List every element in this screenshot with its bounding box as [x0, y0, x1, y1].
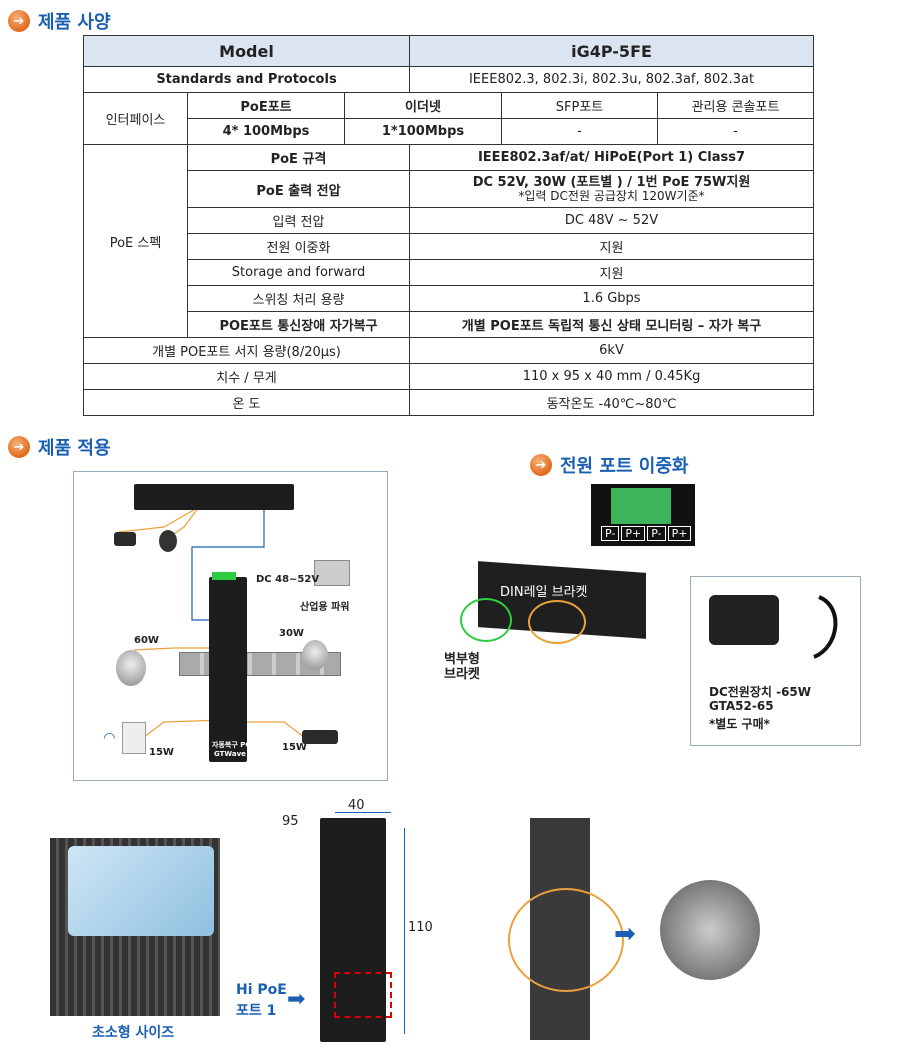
dimension-label: 치수 / 무게 [83, 363, 410, 390]
poe-row-key: 입력 전압 [187, 207, 410, 234]
spec-title: 제품 사양 [38, 12, 111, 33]
brand-logo: GTWave [214, 750, 246, 758]
terminal-label: P+ [621, 526, 646, 541]
poe-row-value: DC 52V, 30W (포트별 ) / 1번 PoE 75W지원 *입력 DC… [408, 170, 815, 208]
ptz-camera-image [159, 530, 177, 552]
poe-row-value: DC 48V ~ 52V [408, 207, 815, 234]
power-section-header: ➔ 전원 포트 이중화 [530, 452, 688, 478]
apply-title: 제품 적용 [38, 438, 111, 459]
application-diagram: DC 48~52V 산업용 파워 60W 30W ◠ 15W 15W 자동복구 … [73, 471, 388, 781]
watt-15b-label: 15W [282, 742, 307, 753]
arrow-right-icon: ➡ [614, 919, 636, 949]
hipoe-label-1: Hi PoE [236, 982, 287, 998]
adapter-cable-image [813, 595, 838, 659]
dimension-value: 110 x 95 x 40 mm / 0.45Kg [408, 363, 815, 390]
small-size-label: 초소형 사이즈 [92, 1025, 175, 1041]
spec-section-header: ➔ 제품 사양 [8, 8, 111, 34]
iface-col-console: 관리용 콘솔포트 [656, 92, 815, 119]
poe-output-line1: DC 52V, 30W (포트별 ) / 1번 PoE 75W지원 [472, 175, 751, 190]
terminal-block-image [212, 572, 236, 580]
ptz-60w-camera-image [116, 650, 146, 686]
watt-15a-label: 15W [149, 747, 174, 758]
iface-val-console: - [656, 118, 815, 145]
terminal-connector [611, 488, 671, 524]
interface-label: 인터페이스 [83, 92, 188, 145]
poe-row-value: 개별 POE포트 독립적 통신 상태 모니터링 – 자가 복구 [408, 311, 815, 338]
watt-60-label: 60W [134, 635, 159, 646]
dim-95-label: 95 [282, 814, 299, 829]
wall-bracket-label-2: 브라켓 [444, 667, 480, 682]
arrow-circle-icon: ➔ [8, 436, 30, 458]
din-bracket-highlight [528, 600, 586, 644]
header-model-value: iG4P-5FE [408, 35, 815, 67]
wall-bracket-highlight [460, 598, 512, 642]
dim-110-label: 110 [408, 920, 433, 935]
iface-col-poe: PoE포트 [187, 92, 345, 119]
iface-val-ethernet: 1*100Mbps [344, 118, 502, 145]
poe-row-value: 1.6 Gbps [408, 285, 815, 312]
wifi-icon: ◠ [104, 730, 115, 746]
temperature-label: 온 도 [83, 389, 410, 416]
dc-voltage-label: DC 48~52V [256, 574, 320, 585]
power-title: 전원 포트 이중화 [560, 456, 689, 477]
adapter-note: *별도 구매* [709, 717, 770, 731]
wall-bracket-label-1: 벽부형 [444, 652, 480, 667]
surge-label: 개별 POE포트 서지 용량(8/20μs) [83, 337, 410, 364]
power-adapter-image [709, 595, 779, 645]
spec-table: Model iG4P-5FE Standards and Protocols I… [83, 35, 815, 416]
poe-row-value: IEEE802.3af/at/ HiPoE(Port 1) Class7 [408, 144, 815, 171]
watt-30-label: 30W [279, 628, 304, 639]
poe-row-key: 전원 이중화 [187, 233, 410, 260]
terminal-labels: P- P+ P- P+ [601, 526, 692, 541]
poe-row-key: Storage and forward [187, 259, 410, 286]
din-clip-closeup [660, 880, 760, 980]
poe-row-value: 지원 [408, 233, 815, 260]
arrow-right-icon: ➡ [287, 987, 306, 1012]
din-clip-highlight [508, 888, 624, 992]
hipoe-port-highlight [334, 972, 392, 1018]
device-dimension-photo [320, 818, 386, 1042]
iface-val-sfp: - [501, 118, 658, 145]
iface-col-sfp: SFP포트 [501, 92, 658, 119]
apply-section-header: ➔ 제품 적용 [8, 434, 111, 460]
header-model: Model [83, 35, 410, 67]
dim-110-line [404, 828, 405, 1034]
poe-row-key: PoE 출력 전압 [187, 170, 410, 208]
temperature-value: 동작온도 -40℃~80℃ [408, 389, 815, 416]
ptz-30w-camera-image [302, 640, 328, 670]
din-switch-image [209, 577, 247, 762]
din-bracket-label: DIN레일 브라켓 [500, 585, 588, 600]
poe-output-line2: *입력 DC전원 공급장치 120W기준* [518, 189, 705, 203]
poe-row-key: 스위칭 처리 용량 [187, 285, 410, 312]
device-text: 자동복구 POE [212, 741, 257, 749]
iface-col-ethernet: 이더넷 [344, 92, 502, 119]
rack-switch-image [134, 484, 294, 510]
dim-40-line [335, 812, 391, 813]
bullet-camera-image [302, 730, 338, 744]
access-point-image [122, 722, 146, 754]
standards-label: Standards and Protocols [83, 66, 410, 93]
standards-value: IEEE802.3, 802.3i, 802.3u, 802.3af, 802.… [408, 66, 815, 93]
industrial-power-label: 산업용 파워 [300, 602, 350, 613]
box-camera-image [114, 532, 136, 546]
dim-40-label: 40 [348, 798, 365, 813]
surge-value: 6kV [408, 337, 815, 364]
poe-row-key: PoE 규격 [187, 144, 410, 171]
iface-val-poe: 4* 100Mbps [187, 118, 345, 145]
terminal-label: P- [647, 526, 666, 541]
credit-card-image [68, 846, 214, 936]
arrow-circle-icon: ➔ [8, 10, 30, 32]
adapter-model: GTA52-65 [709, 699, 774, 713]
poe-spec-label: PoE 스펙 [83, 144, 188, 338]
adapter-name: DC전원장치 -65W [709, 685, 812, 699]
power-adapter-box: DC전원장치 -65W GTA52-65 *별도 구매* [690, 576, 861, 746]
industrial-power-image [314, 560, 350, 586]
arrow-circle-icon: ➔ [530, 454, 552, 476]
poe-row-value: 지원 [408, 259, 815, 286]
hipoe-label-2: 포트 1 [236, 1003, 277, 1019]
terminal-block-photo: P- P+ P- P+ [591, 484, 695, 546]
poe-row-key: POE포트 통신장애 자가복구 [187, 311, 410, 338]
terminal-label: P+ [667, 526, 692, 541]
terminal-label: P- [601, 526, 620, 541]
